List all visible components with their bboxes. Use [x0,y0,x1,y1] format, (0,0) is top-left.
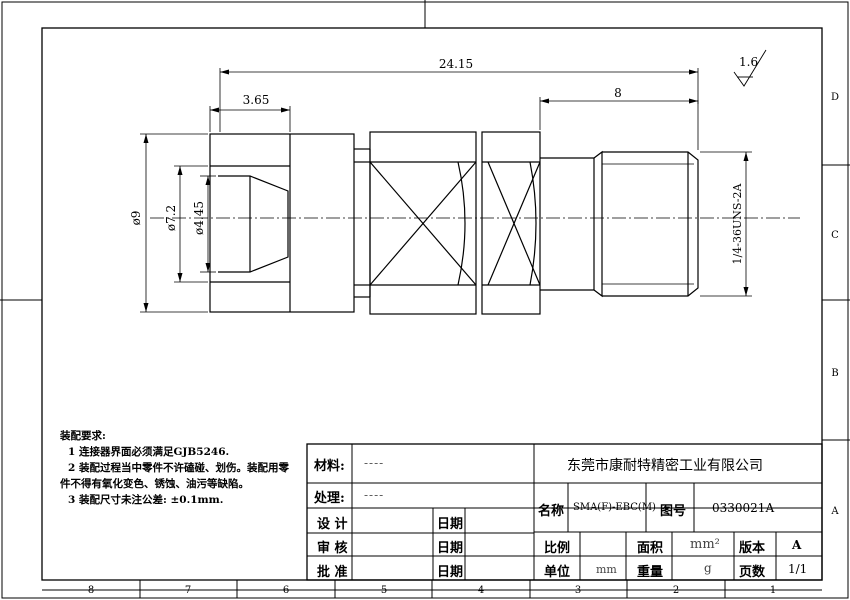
weight-label: 重量 [637,565,664,580]
design-date-label: 日期 [437,517,464,532]
roughness-value: 1.6 [739,55,758,69]
note-item-2-cont: 件不得有氧化变色、锈蚀、油污等缺陷。 [60,478,249,490]
pages-label: 页数 [739,565,766,580]
zone-col-8: 8 [88,585,94,596]
connector-part [209,131,699,315]
thread-lines [602,163,694,285]
note-item-2: 2 装配过程当中零件不许磕碰、划伤。装配用零 [68,462,289,474]
zone-row-a: A [830,506,839,517]
assembly-notes: 装配要求: 1 连接器界面必须满足GJB5246. 2 装配过程当中零件不许磕碰… [60,428,300,508]
area-label: 面积 [637,541,664,556]
dimension-lines [140,68,752,313]
material-label: 材料: [314,459,345,474]
zone-row-b: B [831,368,838,379]
treatment-label: 处理: [314,491,345,506]
approve-date-label: 日期 [437,565,464,580]
zone-col-6: 6 [283,585,289,596]
dim-left-length: 3.65 [243,93,270,107]
material-value: ---- [364,456,385,470]
zone-col-1: 1 [770,585,776,596]
zone-row-c: C [831,230,839,241]
dim-overall-length: 24.15 [439,57,473,71]
zone-col-5: 5 [381,585,387,596]
review-date-label: 日期 [437,541,464,556]
part-name: SMA(F)-EBC(M) [573,502,656,513]
zone-row-d: D [831,92,839,103]
dim-outer-diameter: ø9 [129,211,143,226]
area-unit: mm² [690,537,720,552]
dim-mid-diameter: ø7.2 [164,205,178,231]
drawing-no-value: 0330021A [712,501,775,515]
zone-strip [42,580,822,598]
scale-label: 比例 [544,541,571,556]
company-name: 东莞市康耐特精密工业有限公司 [567,458,763,474]
roughness-symbol [733,49,767,87]
unit-label: 单位 [544,565,571,580]
zone-col-3: 3 [575,585,581,596]
weight-unit: g [704,561,712,575]
zone-col-2: 2 [673,585,679,596]
name-label: 名称 [538,504,565,519]
dim-right-length: 8 [614,86,622,100]
zone-col-4: 4 [478,585,484,596]
drawing-no-label: 图号 [660,504,687,519]
dim-inner-diameter: ø4.45 [192,201,206,235]
review-label: 审 核 [317,541,348,556]
notes-title: 装配要求: [60,430,106,442]
note-item-3: 3 装配尺寸未注公差: ±0.1mm. [68,494,224,506]
unit-value: mm [596,563,617,576]
note-item-1: 1 连接器界面必须满足GJB5246. [68,446,230,458]
zone-col-7: 7 [185,585,191,596]
design-label: 设 计 [317,517,348,532]
pages-value: 1/1 [788,562,808,576]
dim-thread-spec: 1/4-36UNS-2A [731,182,744,264]
treatment-value: ---- [364,488,385,502]
approve-label: 批 准 [317,565,348,580]
dimension-arrows [143,69,749,312]
title-block-grid [306,443,823,581]
version-label: 版本 [739,541,766,556]
version-value: A [792,538,802,552]
